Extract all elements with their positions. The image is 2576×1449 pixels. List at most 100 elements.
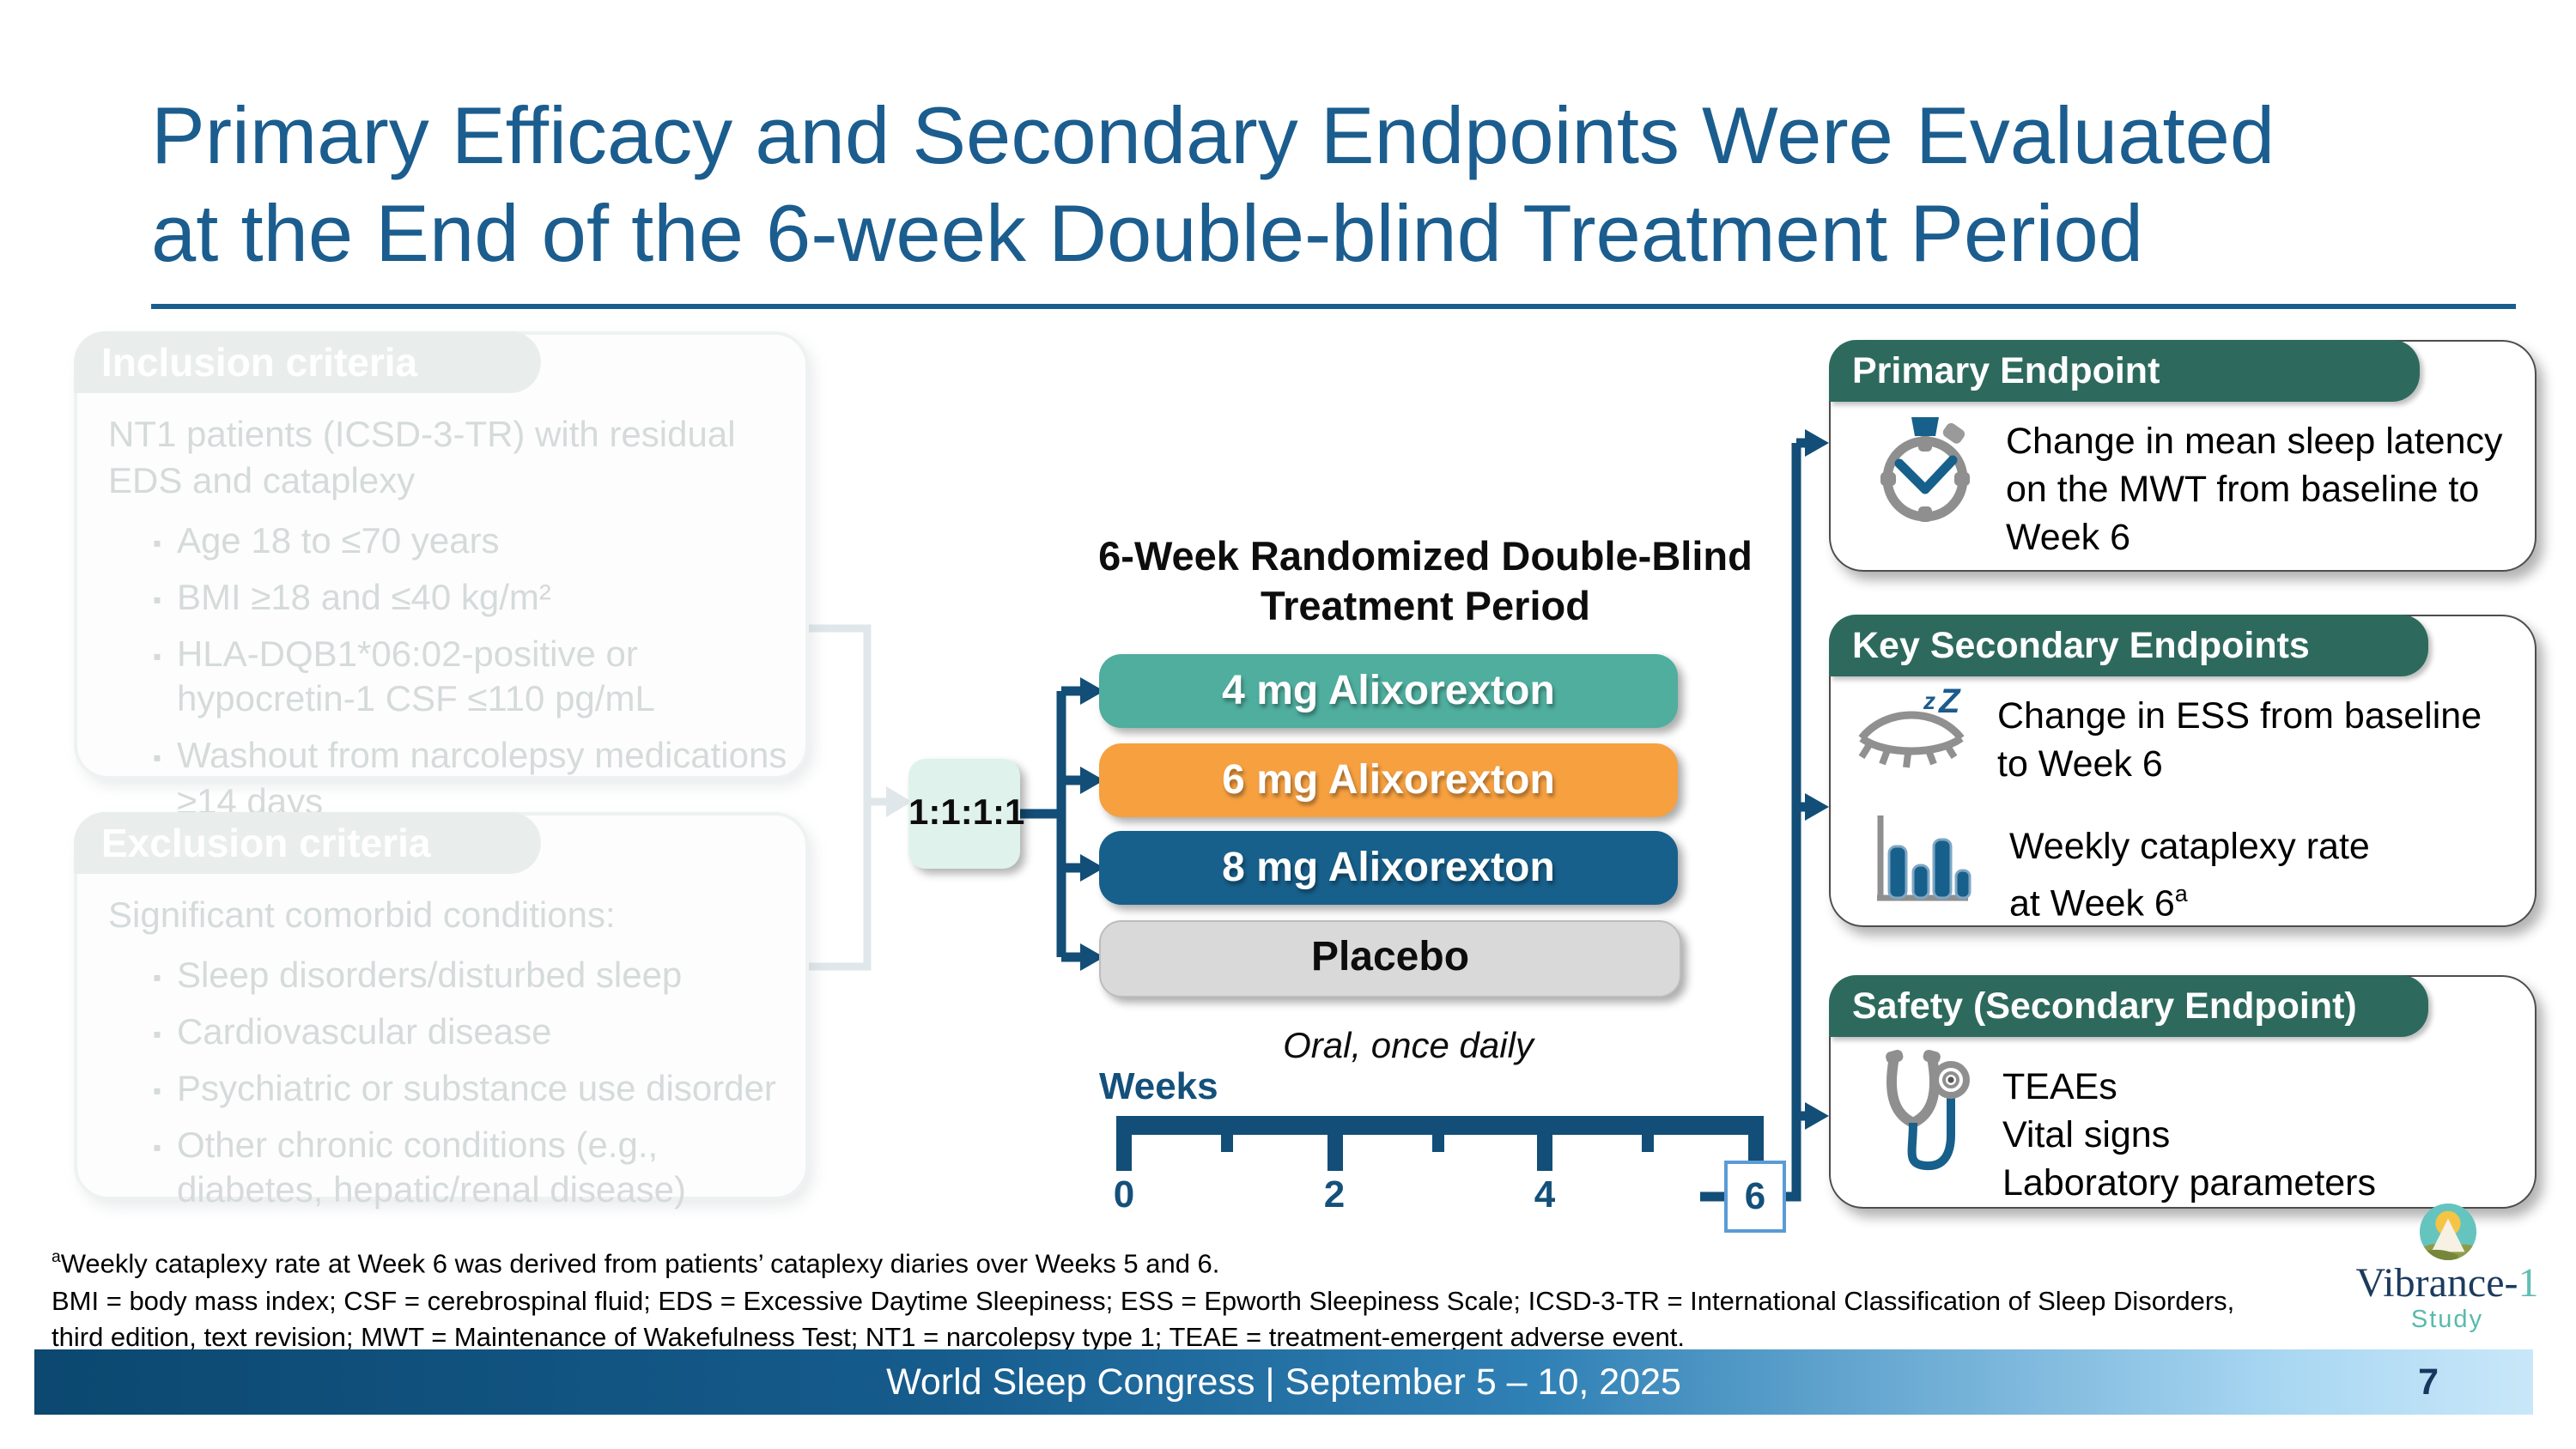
svg-text:z: z (1923, 688, 1935, 714)
primary-endpoint-text: Change in mean sleep latency on the MWT … (2006, 417, 2503, 561)
exclusion-criteria-header: Exclusion criteria (74, 812, 541, 874)
stethoscope-icon (1886, 1049, 1970, 1171)
randomization-ratio-box: 1:1:1:1 (908, 759, 1024, 869)
ess-endpoint-line1: Change in ESS from baseline (1997, 695, 2482, 737)
cataplexy-endpoint-line1: Weekly cataplexy rate (2009, 826, 2370, 867)
footnote-marker: a (52, 1248, 61, 1267)
treatment-arm-6mg: 6 mg Alixorexton (1099, 743, 1678, 817)
inclusion-bullet-2: BMI ≥18 and ≤40 kg/m² (176, 578, 551, 618)
footnote-line3: third edition, text revision; MWT = Main… (52, 1324, 1685, 1354)
primary-endpoint-line1: Change in mean sleep latency (2006, 421, 2503, 462)
inclusion-lead: NT1 patients (ICSD-3-TR) with residual E… (108, 415, 736, 501)
footnote-marker: a (2174, 881, 2188, 906)
list-item: Other chronic conditions (e.g., diabetes… (153, 1124, 788, 1216)
footnote-line2: BMI = body mass index; CSF = cerebrospin… (52, 1287, 2235, 1317)
logo-name-accent: 1 (2518, 1262, 2539, 1307)
primary-endpoint-line3: Week 6 (2006, 517, 2130, 558)
inclusion-criteria-card: Inclusion criteria NT1 patients (ICSD-3-… (74, 331, 809, 822)
timeline-tick-week3 (1431, 1116, 1443, 1152)
exclusion-bullet-2: Cardiovascular disease (176, 1012, 552, 1052)
exclusion-criteria-card: Exclusion criteria Significant comorbid … (74, 812, 809, 1211)
bullet-icon (153, 955, 161, 1001)
safety-endpoint-header: Safety (Secondary Endpoint) (1828, 974, 2427, 1036)
safety-endpoint-card: Safety (Secondary Endpoint) TEAEs Vital … (1828, 974, 2537, 1209)
page-title: Primary Efficacy and Secondary Endpoints… (151, 86, 2538, 282)
ess-endpoint-line2: to Week 6 (1997, 743, 2163, 785)
timeline-tick-week5 (1642, 1116, 1654, 1152)
cataplexy-endpoint-text: Weekly cataplexy rate at Week 6a (2009, 822, 2370, 927)
title-underline (151, 304, 2516, 309)
safety-endpoint-text: TEAEs Vital signs Laboratory parameters (2002, 1063, 2376, 1207)
timeline-tick-week1 (1221, 1116, 1233, 1152)
treatment-period-title-line1: 6-Week Randomized Double-Blind (1098, 534, 1753, 579)
exclusion-bullet-4: Other chronic conditions (e.g., diabetes… (176, 1125, 686, 1211)
timeline-tick-week2 (1327, 1116, 1342, 1171)
page-number: 7 (2418, 1361, 2439, 1403)
timeline-tick-week6 (1747, 1116, 1763, 1171)
timeline-tick-week0 (1116, 1116, 1132, 1171)
treatment-period-title-line2: Treatment Period (1261, 583, 1590, 628)
timeline-weeks-label: Weeks (1099, 1064, 1218, 1107)
bullet-icon (153, 1011, 161, 1058)
criteria-bracket (802, 624, 886, 971)
exclusion-criteria-body: Significant comorbid conditions: Sleep d… (108, 894, 788, 1216)
dosing-note: Oral, once daily (1283, 1027, 1534, 1066)
stopwatch-icon (1880, 417, 1970, 522)
footer-congress-text: World Sleep Congress | September 5 – 10,… (886, 1361, 1681, 1403)
footer-bar: World Sleep Congress | September 5 – 10,… (34, 1349, 2533, 1415)
treatment-period-title: 6-Week Randomized Double-Blind Treatment… (1065, 532, 1786, 631)
page-title-line1: Primary Efficacy and Secondary Endpoints… (151, 89, 2275, 180)
footnotes: aWeekly cataplexy rate at Week 6 was der… (52, 1240, 2234, 1357)
bullet-icon (153, 1124, 161, 1216)
sun-mountain-icon (2418, 1203, 2476, 1261)
treatment-arm-8mg: 8 mg Alixorexton (1099, 831, 1678, 905)
study-logo: Vibrance-1 Study (2322, 1202, 2573, 1334)
sleepy-eye-icon: z Z (1858, 685, 1965, 768)
key-secondary-endpoints-card: Key Secondary Endpoints z Z Change in ES… (1828, 614, 2537, 927)
primary-endpoint-card: Primary Endpoint Change in mean sleep la… (1828, 339, 2537, 572)
inclusion-criteria-body: NT1 patients (ICSD-3-TR) with residual E… (108, 414, 788, 828)
footnote-line1: aWeekly cataplexy rate at Week 6 was der… (52, 1240, 2234, 1283)
list-item: HLA-DQB1*06:02-positive or hypocretin-1 … (153, 633, 788, 725)
randomization-fan (1020, 686, 1080, 962)
endpoints-arrowheads (1805, 429, 1829, 1130)
exclusion-lead: Significant comorbid conditions: (108, 896, 616, 936)
timeline-label-0: 0 (1113, 1173, 1135, 1216)
key-secondary-endpoints-header: Key Secondary Endpoints (1828, 614, 2427, 676)
bullet-icon (153, 520, 161, 567)
bullet-icon (153, 633, 161, 725)
treatment-arm-placebo: Placebo (1099, 920, 1681, 997)
list-item: BMI ≥18 and ≤40 kg/m² (153, 576, 788, 622)
cataplexy-endpoint-line2: at Week 6a (2009, 870, 2370, 927)
list-item: Psychiatric or substance use disorder (153, 1067, 788, 1113)
bar-chart-icon (1877, 815, 1971, 901)
primary-endpoint-header: Primary Endpoint (1828, 339, 2419, 401)
inclusion-criteria-header: Inclusion criteria (74, 331, 541, 393)
safety-item-vital-signs: Vital signs (2002, 1114, 2171, 1155)
safety-item-laboratory: Laboratory parameters (2002, 1162, 2376, 1203)
list-item: Cardiovascular disease (153, 1011, 788, 1058)
footnote-line1-text: Weekly cataplexy rate at Week 6 was deri… (60, 1250, 1220, 1280)
inclusion-bullet-3: HLA-DQB1*06:02-positive or hypocretin-1 … (176, 634, 655, 720)
safety-item-teaes: TEAEs (2002, 1066, 2117, 1107)
logo-name-main: Vibrance- (2355, 1262, 2518, 1307)
timeline-label-4: 4 (1534, 1173, 1556, 1216)
timeline-label-2: 2 (1323, 1173, 1346, 1216)
exclusion-bullet-3: Psychiatric or substance use disorder (176, 1069, 776, 1109)
bullet-icon (153, 1067, 161, 1113)
treatment-arm-4mg: 4 mg Alixorexton (1099, 654, 1678, 728)
ess-endpoint-text: Change in ESS from baseline to Week 6 (1997, 692, 2482, 788)
timeline-label-6-box: 6 (1724, 1161, 1786, 1233)
svg-text:Z: Z (1938, 685, 1961, 720)
exclusion-bullet-1: Sleep disorders/disturbed sleep (176, 955, 683, 996)
logo-name: Vibrance-1 (2322, 1262, 2573, 1307)
logo-subtitle: Study (2410, 1307, 2484, 1334)
list-item: Age 18 to ≤70 years (153, 520, 788, 567)
randomization-arrowheads (1080, 677, 1104, 971)
bullet-icon (153, 576, 161, 622)
cataplexy-endpoint-line2-text: at Week 6 (2009, 882, 2175, 925)
inclusion-bullet-1: Age 18 to ≤70 years (176, 521, 500, 561)
list-item: Sleep disorders/disturbed sleep (153, 955, 788, 1001)
timeline-tick-week4 (1537, 1116, 1552, 1171)
